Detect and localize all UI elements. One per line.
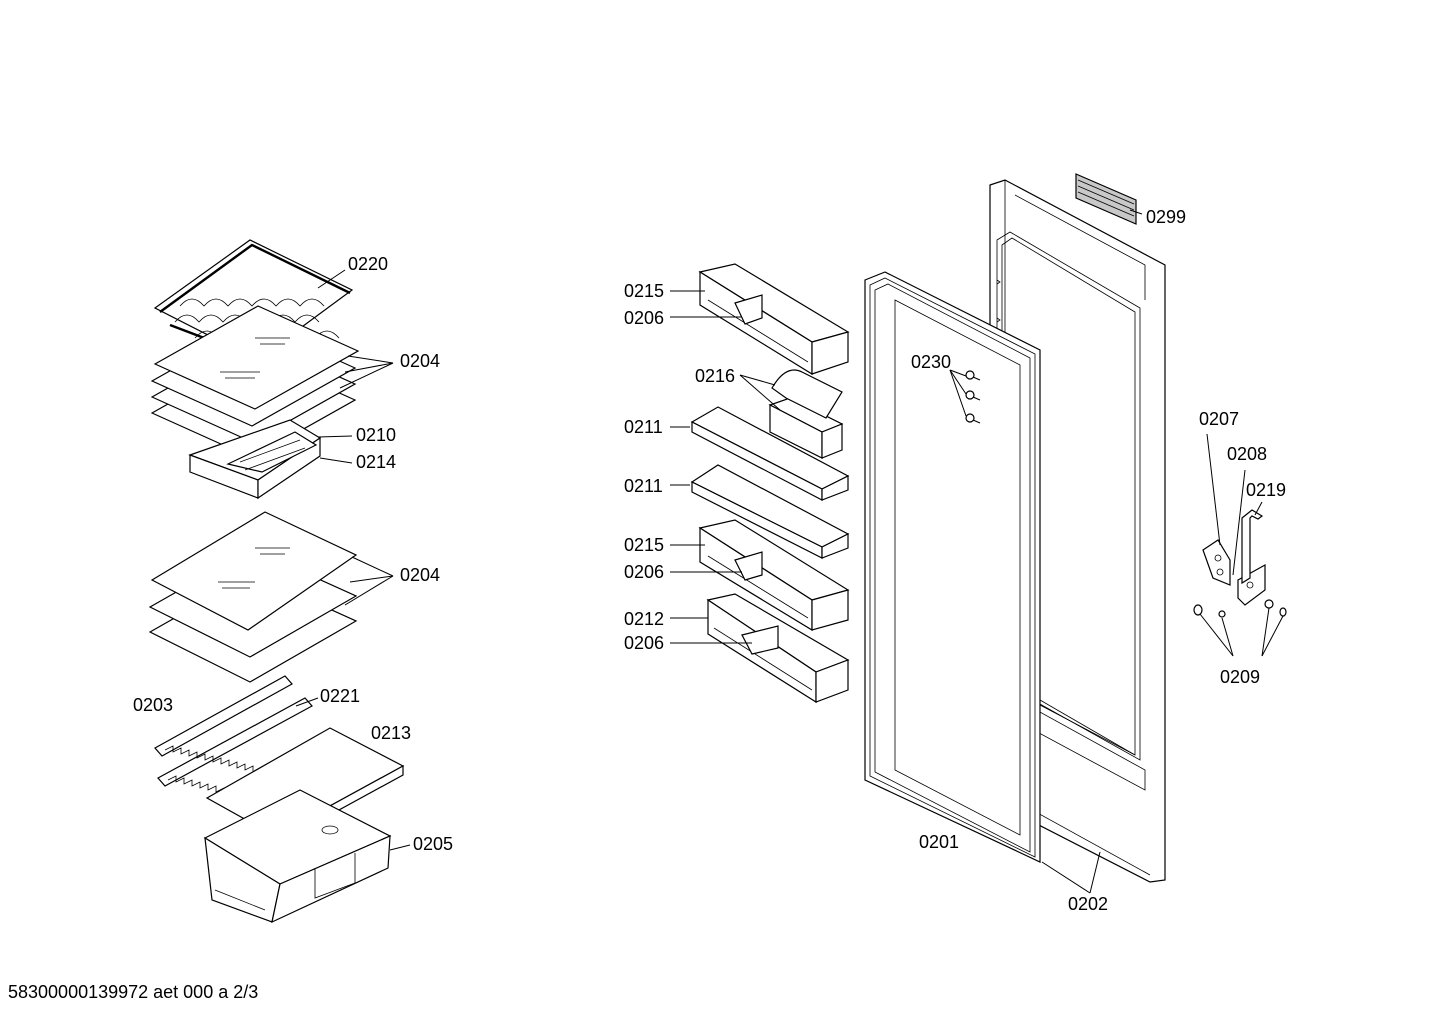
part-screws xyxy=(965,370,981,424)
label-0202: 0202 xyxy=(1068,894,1108,914)
label-0211-lower: 0211 xyxy=(624,476,663,496)
part-hinge xyxy=(1193,509,1287,618)
label-0201: 0201 xyxy=(919,832,959,852)
part-door-bin-4 xyxy=(698,519,850,632)
label-0211-upper: 0211 xyxy=(624,417,663,437)
leader-lines-middle xyxy=(670,290,781,644)
part-butter-box xyxy=(768,369,844,459)
label-0210: 0210 xyxy=(356,425,396,445)
label-0206-middle: 0206 xyxy=(624,562,664,582)
label-0230: 0230 xyxy=(911,352,951,372)
label-0203: 0203 xyxy=(133,695,173,715)
label-0214: 0214 xyxy=(356,452,396,472)
label-0221: 0221 xyxy=(320,686,360,706)
label-0204-upper: 0204 xyxy=(400,351,440,371)
label-0212: 0212 xyxy=(624,609,664,629)
part-glass-shelves-lower xyxy=(148,511,358,683)
part-door-gasket xyxy=(864,271,1041,863)
part-crisper-drawer xyxy=(203,789,392,924)
part-wine-rack xyxy=(153,239,354,362)
label-0204-lower: 0204 xyxy=(400,565,440,585)
label-0215-upper: 0215 xyxy=(624,281,664,301)
document-reference: 58300000139972 aet 000 a 2/3 xyxy=(8,982,258,1002)
part-door-bin-3 xyxy=(690,464,850,559)
label-0205: 0205 xyxy=(413,834,453,854)
part-door-bin-2 xyxy=(690,406,850,501)
leader-lines-left xyxy=(295,269,411,851)
label-0216: 0216 xyxy=(695,366,735,386)
label-0299: 0299 xyxy=(1146,207,1186,227)
part-door-bin-1 xyxy=(698,263,850,376)
label-0215-lower: 0215 xyxy=(624,535,664,555)
label-0208: 0208 xyxy=(1227,444,1267,464)
label-0206-upper: 0206 xyxy=(624,308,664,328)
label-0207: 0207 xyxy=(1199,409,1239,429)
label-0219: 0219 xyxy=(1246,480,1286,500)
label-0220: 0220 xyxy=(348,254,388,274)
part-small-drawers xyxy=(188,419,322,500)
label-0209: 0209 xyxy=(1220,667,1260,687)
label-0213: 0213 xyxy=(371,723,411,743)
part-door-bin-5 xyxy=(706,593,850,704)
part-glass-shelves-upper xyxy=(150,305,360,459)
label-0206-lower: 0206 xyxy=(624,633,664,653)
part-label-plate xyxy=(1075,173,1137,225)
leader-lines-right xyxy=(949,209,1284,894)
